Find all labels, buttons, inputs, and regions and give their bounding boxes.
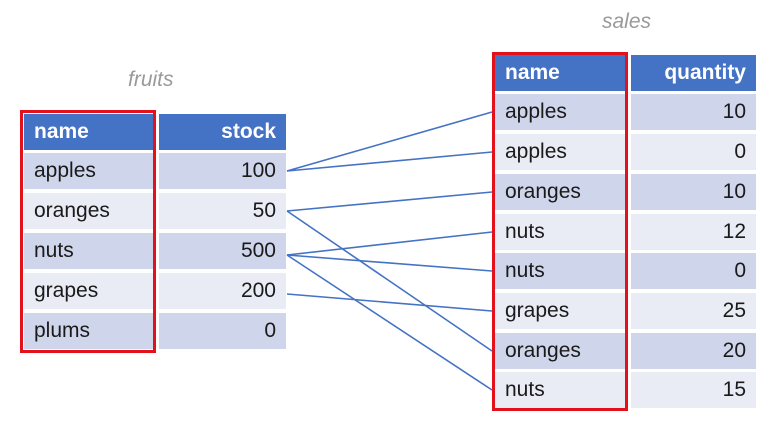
sales-row-3-quantity: 10 [631,174,756,210]
fruits-row-5-name: plums [24,313,154,349]
sales-row-7-quantity: 20 [631,333,756,369]
sales-row-8-quantity: 15 [631,372,756,408]
sales-row-2-quantity: 0 [631,134,756,170]
sales-row-7-name: oranges [495,333,626,369]
fruits-row-4-stock: 200 [159,273,286,309]
sales-row-8-name: nuts [495,372,626,408]
fruits-row-3-stock: 500 [159,233,286,269]
sales-row-6-quantity: 25 [631,293,756,329]
sales-row-1-quantity: 10 [631,94,756,130]
sales-row-5-name: nuts [495,253,626,289]
sales-row-6-name: grapes [495,293,626,329]
sales-row-1-name: apples [495,94,626,130]
fruits-row-1-stock: 100 [159,153,286,189]
sales-row-4-name: nuts [495,214,626,250]
fruits-table-caption: fruits [128,68,174,91]
fruits-row-3-name: nuts [24,233,154,269]
sales-row-5-quantity: 0 [631,253,756,289]
fruits-row-2-stock: 50 [159,193,286,229]
link-oranges-to-sales-row-3 [286,191,493,212]
link-nuts-to-sales-row-8 [286,254,493,391]
fruits-header-stock: stock [159,114,286,150]
sales-header-name: name [495,55,626,91]
fruits-row-4-name: grapes [24,273,154,309]
fruits-header-name: name [24,114,154,150]
link-grapes-to-sales-row-6 [286,293,493,312]
link-apples-to-sales-row-2 [286,151,493,172]
link-nuts-to-sales-row-5 [286,254,493,272]
sales-table-caption: sales [602,10,652,33]
link-apples-to-sales-row-1 [286,111,493,172]
fruits-row-2-name: oranges [24,193,154,229]
sales-row-2-name: apples [495,134,626,170]
link-nuts-to-sales-row-4 [286,231,493,256]
sales-name-key-outline [492,52,628,411]
fruits-row-1-name: apples [24,153,154,189]
sales-header-quantity: quantity [631,55,756,91]
fruits-name-key-outline [20,110,156,353]
sales-row-3-name: oranges [495,174,626,210]
fruits-row-5-stock: 0 [159,313,286,349]
sales-row-4-quantity: 12 [631,214,756,250]
link-oranges-to-sales-row-7 [286,210,493,352]
